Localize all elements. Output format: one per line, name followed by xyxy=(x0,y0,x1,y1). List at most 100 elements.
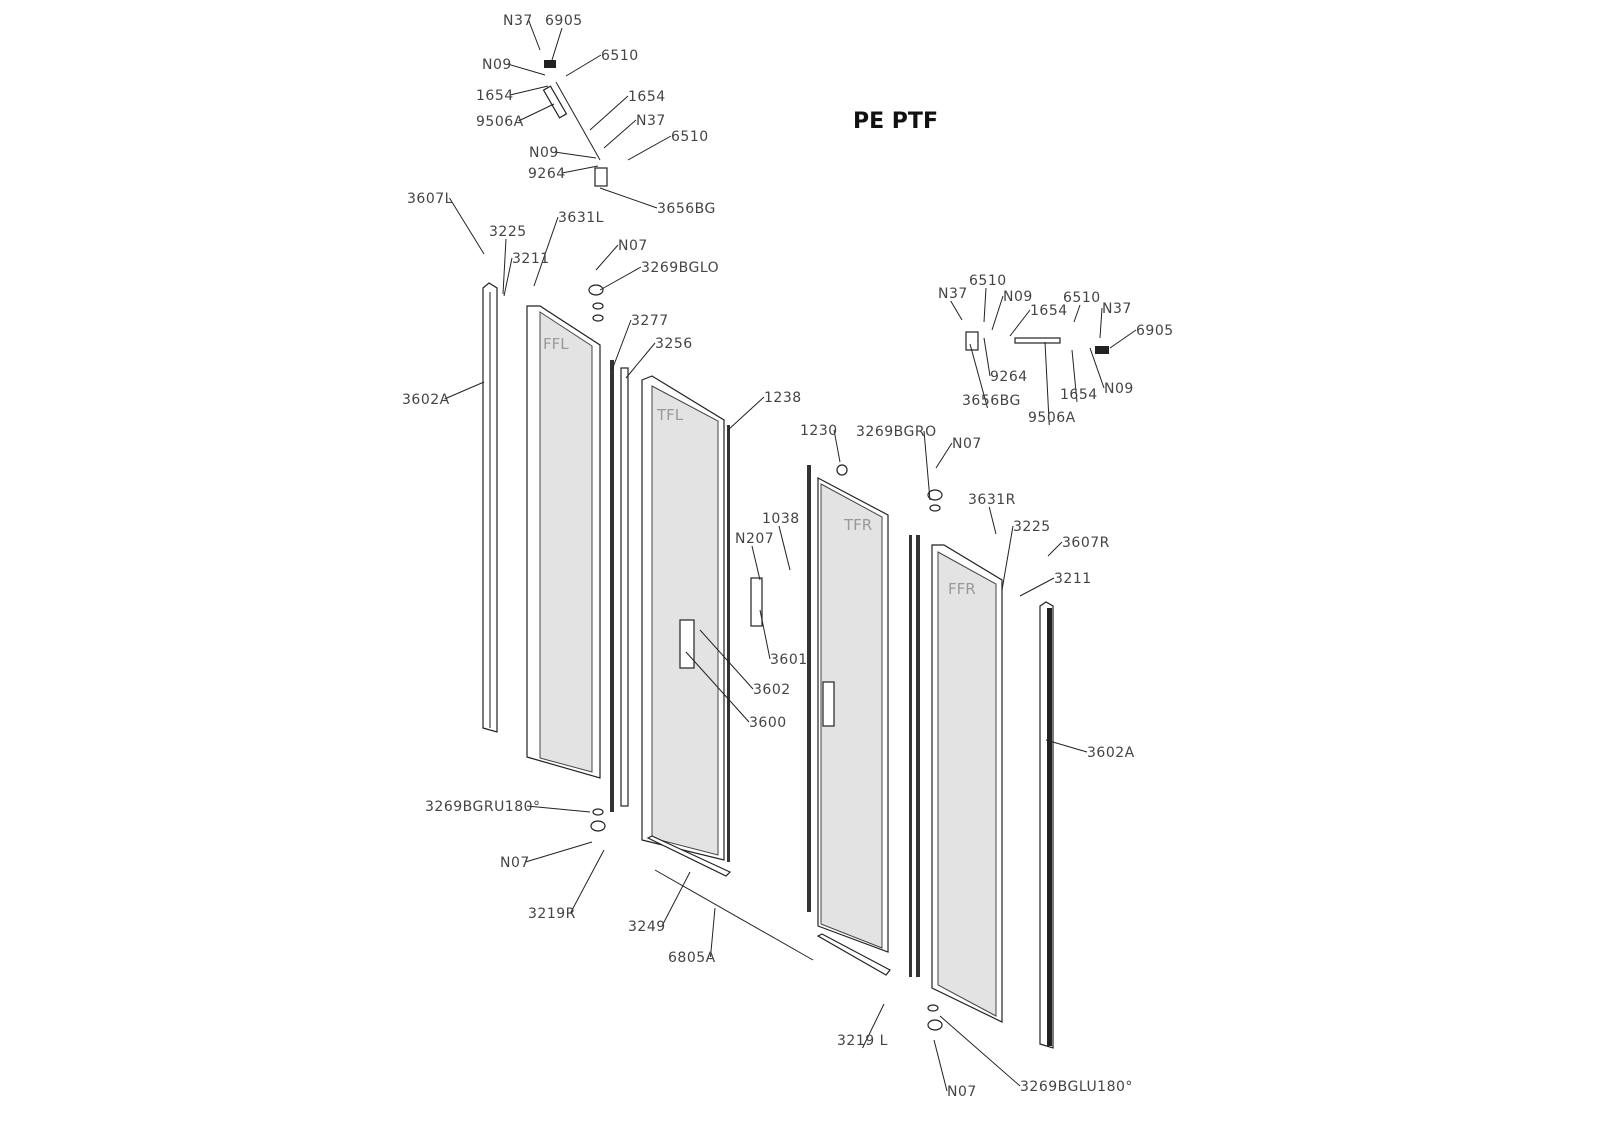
leader-line xyxy=(923,430,931,501)
leader-line xyxy=(1001,525,1014,591)
part-label: N07 xyxy=(947,1084,977,1100)
leader-line xyxy=(699,629,754,690)
leader-line xyxy=(599,266,642,291)
leader-line xyxy=(1019,577,1055,597)
part-label: 3225 xyxy=(1013,519,1051,535)
part-label: 3211 xyxy=(1054,571,1092,587)
diagram-title: PE PTF xyxy=(853,109,938,134)
leader-line xyxy=(625,342,656,379)
leader-line xyxy=(603,119,637,149)
part-label: 3631R xyxy=(968,492,1016,508)
part-label: 3602 xyxy=(753,682,791,698)
part-label: 3269BGLO xyxy=(641,260,719,276)
leader-line xyxy=(528,19,541,51)
leader-line xyxy=(833,429,841,463)
profile-3256 xyxy=(620,367,629,807)
part-label: 3602A xyxy=(402,392,450,408)
leader-line xyxy=(1009,309,1031,337)
panel-label-ffr: FFR xyxy=(948,580,976,598)
leader-line xyxy=(589,95,629,131)
leader-line xyxy=(727,396,765,431)
leader-line xyxy=(533,216,559,287)
part-label: 6905 xyxy=(1136,323,1174,339)
leader-line xyxy=(661,871,691,927)
part-label: 3607R xyxy=(1062,535,1110,551)
part-label: 6510 xyxy=(1063,290,1101,306)
part-label: 9264 xyxy=(528,166,566,182)
leader-line xyxy=(570,849,605,914)
part-label: 1238 xyxy=(764,390,802,406)
leader-line xyxy=(595,244,619,271)
part-label: 3277 xyxy=(631,313,669,329)
leader-line xyxy=(1099,307,1103,339)
part-label: N09 xyxy=(482,57,512,73)
leader-line xyxy=(988,506,997,535)
leader-line xyxy=(599,187,658,209)
leader-line xyxy=(502,238,507,295)
leader-line xyxy=(935,442,953,469)
part-label: 3601 xyxy=(770,652,808,668)
leader-line xyxy=(1089,347,1105,389)
part-label: N09 xyxy=(1003,289,1033,305)
leader-line xyxy=(627,135,672,161)
top-bracket-left xyxy=(542,60,608,187)
leader-line xyxy=(503,257,513,297)
leader-line xyxy=(685,651,750,723)
part-label: N207 xyxy=(735,531,774,547)
part-label: 1038 xyxy=(762,511,800,527)
part-label: N07 xyxy=(618,238,648,254)
leader-line xyxy=(565,54,602,77)
part-label: 3656BG xyxy=(962,393,1021,409)
leader-line xyxy=(554,151,597,159)
leader-line xyxy=(862,1003,885,1049)
part-label: N37 xyxy=(938,286,968,302)
part-label: 1654 xyxy=(628,89,666,105)
part-label: N09 xyxy=(1104,381,1134,397)
panel-label-ffl: FFL xyxy=(543,335,569,353)
part-label: 6905 xyxy=(545,13,583,29)
leader-line xyxy=(1109,329,1137,349)
part-label: 3607L xyxy=(407,191,453,207)
leader-line xyxy=(449,197,485,255)
bottom-rails xyxy=(646,835,891,976)
leader-line xyxy=(939,1015,1021,1087)
part-label: 9506A xyxy=(476,114,524,130)
leader-line xyxy=(933,1039,948,1092)
wall-profile-right xyxy=(1039,601,1054,1049)
leader-line xyxy=(1045,739,1088,753)
part-label: 6805A xyxy=(668,950,716,966)
leader-line xyxy=(526,805,591,813)
part-label: N37 xyxy=(1102,301,1132,317)
part-label: 3269BGRO xyxy=(856,424,937,440)
panel-tfl: TFL xyxy=(641,375,725,861)
part-label: N07 xyxy=(500,855,530,871)
part-label: 6510 xyxy=(969,273,1007,289)
panel-tfr: TFR xyxy=(817,477,889,953)
handle-3601 xyxy=(750,577,763,627)
seal-right xyxy=(909,535,920,977)
part-label: 6510 xyxy=(671,129,709,145)
part-label: 6510 xyxy=(601,48,639,64)
part-label: 1230 xyxy=(800,423,838,439)
leader-line xyxy=(759,609,771,660)
part-label: N37 xyxy=(503,13,533,29)
panel-ffl: FFL xyxy=(526,305,601,779)
leader-lines xyxy=(444,19,1137,1092)
leader-line xyxy=(1044,341,1050,426)
handle-3600 xyxy=(679,619,695,669)
part-label: 3256 xyxy=(655,336,693,352)
part-label: 3269BGRU180° xyxy=(425,799,541,815)
leader-line xyxy=(509,85,549,96)
part-label: 9264 xyxy=(990,369,1028,385)
leader-line xyxy=(751,545,761,581)
leader-line xyxy=(561,165,599,174)
seal-1238 xyxy=(727,425,811,912)
part-label: 1654 xyxy=(1060,387,1098,403)
leader-line xyxy=(1071,349,1078,403)
part-label: 3225 xyxy=(489,224,527,240)
leader-line xyxy=(983,287,987,323)
part-label: N07 xyxy=(952,436,982,452)
hinge-sets xyxy=(588,284,943,1031)
